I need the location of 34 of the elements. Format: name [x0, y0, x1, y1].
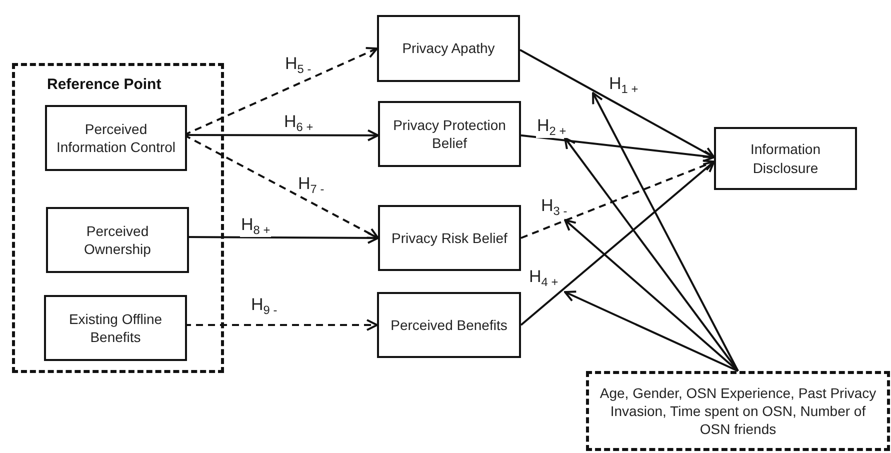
- group-title: Reference Point: [47, 75, 162, 94]
- construct-label: Information Disclosure: [749, 140, 822, 177]
- construct-label: Age, Gender, OSN Experience, Past Privacy Invasion, Time spent on OSN, Number of OSN friends: [598, 384, 878, 438]
- construct-box: [586, 371, 890, 451]
- edge-label: H$_{8 +}$: [240, 216, 272, 238]
- construct-box: [44, 295, 187, 361]
- construct-box: [45, 105, 187, 171]
- arrow: [520, 48, 715, 158]
- edge-label: H$_{2 +}$: [536, 117, 568, 138]
- edge-label: H$_{5 -}$: [284, 55, 312, 76]
- arrow: [520, 160, 715, 326]
- construct-label: Privacy Risk Belief: [392, 228, 508, 248]
- arrow: [520, 160, 715, 239]
- construct-box: [378, 205, 521, 271]
- construct-label: Perceived Information Control: [55, 120, 177, 156]
- group-box: [12, 63, 224, 373]
- construct-label: Perceived Benefits: [390, 316, 508, 334]
- edge-label: H$_{6 +}$: [283, 113, 314, 134]
- construct-box: [377, 292, 521, 358]
- arrow: [564, 137, 739, 372]
- construct-label: Perceived Ownership: [83, 222, 152, 258]
- construct-box: [714, 127, 857, 190]
- construct-box: [378, 101, 521, 167]
- construct-box: [377, 15, 520, 82]
- construct-box: [46, 207, 189, 273]
- edge-label: H$_{3 -}$: [540, 197, 568, 218]
- construct-label: Privacy Protection Belief: [392, 116, 507, 152]
- arrow: [564, 290, 738, 372]
- arrow: [592, 92, 739, 372]
- construct-label: Privacy Apathy: [402, 39, 495, 58]
- arrow: [520, 134, 715, 162]
- edge-label: H$_{9 -}$: [250, 296, 278, 318]
- arrow: [564, 219, 739, 372]
- construct-label: Existing Offline Benefits: [68, 310, 164, 346]
